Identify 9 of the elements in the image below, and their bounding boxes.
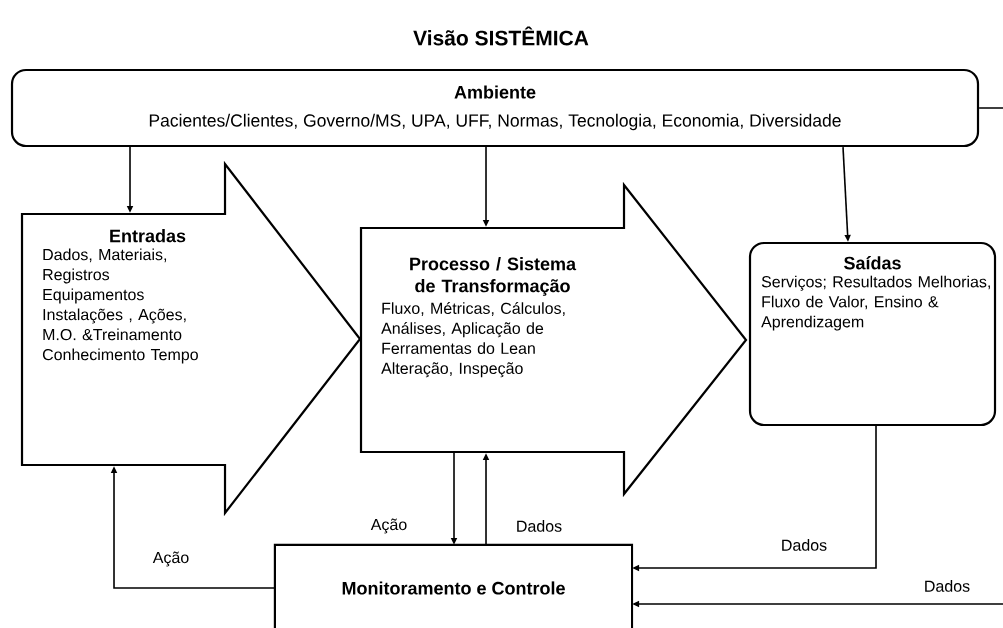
edge-label: Ação	[370, 518, 407, 534]
edge-label: Dados	[517, 520, 562, 532]
edge-label: Dados	[782, 539, 827, 551]
environment-box: Ambiente Pacientes/Clientes, Governo/MS, UPA, UFF, Normas, Tecnologia, Economia, Diversidade	[10, 68, 980, 148]
title: Visão SISTÊMICA	[413, 26, 589, 46]
edge-label: Ação	[152, 551, 189, 567]
edge-label: Dados	[925, 580, 970, 592]
control-box: Monitoramento e Controle	[273, 543, 634, 628]
output-box: Saídas Serviços; Resultados Melhorias, Fluxo de Valor, Ensino & Aprendizagem	[748, 241, 997, 427]
